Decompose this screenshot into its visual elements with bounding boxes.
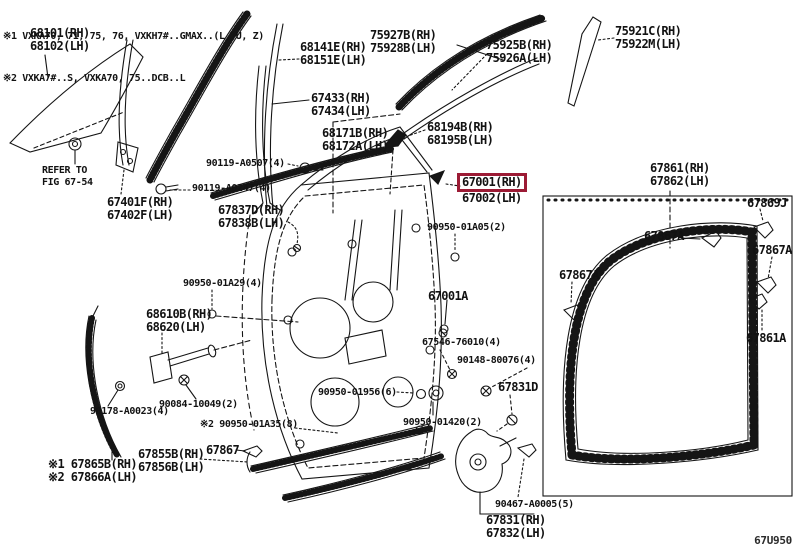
part-label-75927B[interactable]: 75927B(RH)75928B(LH): [370, 28, 437, 55]
part-label-68610B[interactable]: 68610B(RH)68620(LH): [146, 307, 213, 334]
door-glass-drawing: [9, 43, 144, 165]
part-label-68194B[interactable]: 68194B(RH)68195B(LH): [427, 120, 494, 147]
part-label-67855B[interactable]: 67855B(RH)67856B(LH): [138, 447, 205, 474]
part-label-90178-A0023[interactable]: 90178-A0023(4): [90, 406, 169, 417]
part-label-90119-A0247[interactable]: 90119-A0247(4): [192, 183, 271, 194]
door-opening-seal-drawing: [542, 195, 793, 497]
door-panel-drawing: [241, 113, 446, 480]
part-label-90950-01420[interactable]: 90950-01420(2): [403, 417, 482, 428]
fasteners-drawing: [155, 162, 518, 426]
part-label-75925B[interactable]: 75925B(RH)75926A(LH): [486, 38, 553, 65]
leader-lines: [107, 37, 773, 498]
footnote-1: ※1 VXKA70, 71, 75, 76, VXKH7#..GMAX..(L,…: [3, 31, 264, 42]
diagram-code: 67U950: [754, 534, 792, 547]
part-label-68101[interactable]: 68101(RH)68102(LH): [30, 26, 90, 53]
part-label-67001[interactable]: 67001(RH)67002(LH): [457, 173, 527, 205]
part-label-90148-80076[interactable]: 90148-80076(4): [457, 355, 536, 366]
pillar-applique-drawing: [567, 16, 602, 107]
part-label-90950-01A05[interactable]: 90950-01A05(2): [427, 222, 506, 233]
part-label-90950-01956[interactable]: 90950-01956(6): [318, 387, 397, 398]
lower-moulding-drawing: [241, 423, 446, 503]
lower-sash-drawing: [85, 305, 122, 461]
front-lower-frame-drawing: [115, 39, 139, 195]
window-regulator-drawing: [455, 428, 537, 515]
part-label-90119-A0507[interactable]: 90119-A0507(4): [206, 158, 285, 169]
part-label-67433[interactable]: 67433(RH)67434(LH): [311, 91, 371, 118]
part-label-67546-76010[interactable]: 67546-76010(4): [422, 337, 501, 348]
part-label-67865B[interactable]: ※1 67865B(RH)※2 67866A(LH): [48, 457, 138, 484]
part-label-90467-A0005[interactable]: 90467-A0005(5): [495, 499, 574, 510]
part-label-67861A[interactable]: 67861A: [746, 331, 786, 345]
part-label-67001A[interactable]: 67001A: [428, 289, 468, 303]
part-label-68141E[interactable]: 68141E(RH)68151E(LH): [300, 40, 367, 67]
part-label-90950-01A35[interactable]: ※2 90950-01A35(8): [200, 419, 298, 430]
footnote-2: ※2 VXKA7#..S, VXKA70, 75..DCB..L: [3, 73, 186, 84]
part-label-67831D[interactable]: 67831D: [498, 380, 538, 394]
roof-weatherstrip-drawing: [395, 14, 547, 140]
part-label-90950-01A29[interactable]: 90950-01A29(4): [183, 278, 262, 289]
part-label-75921C[interactable]: 75921C(RH)75922M(LH): [615, 24, 682, 51]
part-label-90084-10049[interactable]: 90084-10049(2): [159, 399, 238, 410]
part-label-67867A-upper[interactable]: 67867A: [644, 229, 684, 243]
door-check-drawing: [114, 339, 253, 392]
part-label-67837D[interactable]: 67837D(RH)67838B(LH): [218, 203, 285, 230]
part-label-67867[interactable]: 67867: [206, 443, 240, 457]
part-label-68171B[interactable]: 68171B(RH)68172A(LH): [322, 126, 389, 153]
part-label-67831[interactable]: 67831(RH)67832(LH): [486, 513, 546, 540]
part-label-67869J[interactable]: 67869J: [747, 196, 787, 210]
part-label-67867A-right[interactable]: 67867A: [752, 243, 792, 257]
part-label-67861[interactable]: 67861(RH)67862(LH): [650, 161, 710, 188]
part-label-67867A-left[interactable]: 67867A: [559, 268, 599, 282]
part-label-67401F[interactable]: 67401F(RH)67402F(LH): [107, 195, 174, 222]
seal-clips-drawing: [563, 221, 777, 321]
highlighted-part-number[interactable]: 67001(RH): [457, 173, 527, 192]
